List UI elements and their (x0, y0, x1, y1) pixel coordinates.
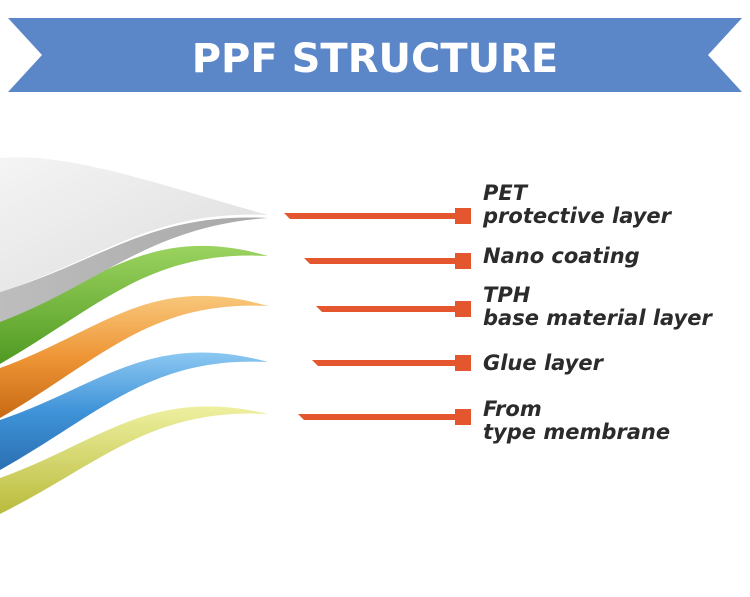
label-from-type-membrane: From type membrane (483, 398, 670, 444)
pointer-tph (316, 301, 471, 317)
label-tph-base-material-layer: TPH base material layer (483, 284, 712, 330)
label-pet-protective-layer: PET protective layer (483, 182, 671, 228)
pointer-pet (284, 208, 471, 224)
layer-orange (0, 295, 268, 418)
pointer-from-type-membrane (298, 409, 471, 425)
layer-green (0, 245, 268, 364)
label-line: base material layer (483, 306, 712, 330)
pointer-glue-layer (312, 355, 471, 371)
label-line: Glue layer (483, 351, 603, 375)
label-line: From (483, 397, 542, 421)
layer-yellow (0, 406, 268, 514)
banner-title: PPF STRUCTURE (192, 36, 559, 82)
layer-blue (0, 352, 268, 470)
label-line: Nano coating (483, 244, 640, 268)
layer-gray (0, 157, 268, 292)
label-line: type membrane (483, 420, 671, 444)
label-line: TPH (483, 283, 531, 307)
pointer-nano-coating (304, 253, 471, 269)
label-nano-coating: Nano coating (483, 245, 640, 268)
label-line: protective layer (483, 204, 672, 228)
label-glue-layer: Glue layer (483, 352, 603, 375)
label-line: PET (483, 181, 528, 205)
title-banner (8, 18, 742, 92)
